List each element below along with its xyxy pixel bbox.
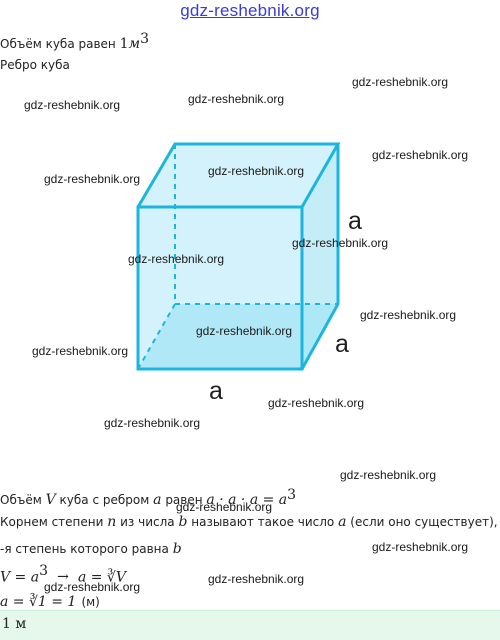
formula-root-power: 3 xyxy=(39,563,49,579)
root-definition-line-2: -я степень которого равна b xyxy=(0,541,182,557)
watermark-text: gdz-reshebnik.org xyxy=(372,148,469,162)
cube-top-outline xyxy=(136,142,341,208)
watermark-text: gdz-reshebnik.org xyxy=(340,468,437,482)
cube-hidden-edge-depth xyxy=(137,303,176,370)
root-def-part: -я степень которого равна xyxy=(0,542,169,556)
volume-statement-text: Объём куба равен xyxy=(0,37,116,51)
watermark-text: gdz-reshebnik.org xyxy=(208,572,305,586)
formula-volume-edge: a xyxy=(153,492,162,508)
cube-right-outline xyxy=(300,144,340,370)
volume-unit: м xyxy=(128,36,141,52)
root-def-n: n xyxy=(107,514,117,530)
root-def-part: (если оно существует), xyxy=(350,515,498,529)
watermark-text: gdz-reshebnik.org xyxy=(360,308,457,322)
formula-root-arrow: → xyxy=(57,569,69,586)
formula-root-line: V = a3 → a = ∛V xyxy=(0,563,126,585)
formula-volume-power: 3 xyxy=(287,487,297,503)
watermark-text: gdz-reshebnik.org xyxy=(196,324,293,338)
root-def-a: a xyxy=(338,514,347,530)
watermark-text: gdz-reshebnik.org xyxy=(352,75,449,89)
formula-volume-eq-word: равен xyxy=(165,493,203,507)
root-def-part: называют такое число xyxy=(191,515,335,529)
volume-power: 3 xyxy=(140,31,150,47)
watermark-text: gdz-reshebnik.org xyxy=(104,416,201,430)
formula-root-lhs: V = a xyxy=(0,569,40,586)
answer-text: 1 м xyxy=(2,616,27,632)
watermark-text: gdz-reshebnik.org xyxy=(24,98,121,112)
answer-box xyxy=(0,610,500,640)
formula-volume-prefix: Объём xyxy=(0,493,42,507)
watermark-text: gdz-reshebnik.org xyxy=(44,580,141,594)
cube-bottom-face xyxy=(138,304,338,369)
watermark-text: gdz-reshebnik.org xyxy=(292,236,389,250)
formula-volume-mid: куба с ребром xyxy=(59,493,150,507)
root-def-part: Корнем степени xyxy=(0,515,104,529)
watermark-text: gdz-reshebnik.org xyxy=(188,92,285,106)
watermark-text: gdz-reshebnik.org xyxy=(128,252,225,266)
formula-volume-var: V xyxy=(45,492,56,508)
watermark-text: gdz-reshebnik.org xyxy=(176,500,273,514)
root-def-b2: b xyxy=(172,541,182,557)
root-def-b: b xyxy=(178,514,188,530)
volume-value: 1 xyxy=(119,36,129,52)
watermark-text: gdz-reshebnik.org xyxy=(32,344,129,358)
formula-root-rhs: a = ∛V xyxy=(77,569,126,586)
root-def-part: из числа xyxy=(120,515,175,529)
calc-unit: (м) xyxy=(81,595,100,609)
edge-label-height: a xyxy=(348,207,362,235)
site-logo-link[interactable]: gdz-reshebnik.org xyxy=(180,1,320,20)
watermark-text: gdz-reshebnik.org xyxy=(208,164,305,178)
watermark-text: gdz-reshebnik.org xyxy=(44,172,141,186)
watermark-text: gdz-reshebnik.org xyxy=(268,396,365,410)
edge-label-width: a xyxy=(209,377,223,405)
root-definition-line-1: Корнем степени n из числа b называют так… xyxy=(0,514,500,530)
volume-statement: Объём куба равен 1м3 xyxy=(0,31,149,52)
calc-expression: a = ∛1 = 1 xyxy=(0,594,77,610)
calc-line: a = ∛1 = 1 (м) xyxy=(0,591,100,610)
watermark-text: gdz-reshebnik.org xyxy=(372,540,469,554)
formula-volume-expr: a · a · a = a xyxy=(206,492,288,508)
formula-volume-line: Объём V куба с ребром a равен a · a · a … xyxy=(0,487,296,508)
edge-question: Ребро куба xyxy=(0,58,70,72)
cube-top-face xyxy=(138,144,338,207)
edge-label-depth: a xyxy=(335,330,349,358)
